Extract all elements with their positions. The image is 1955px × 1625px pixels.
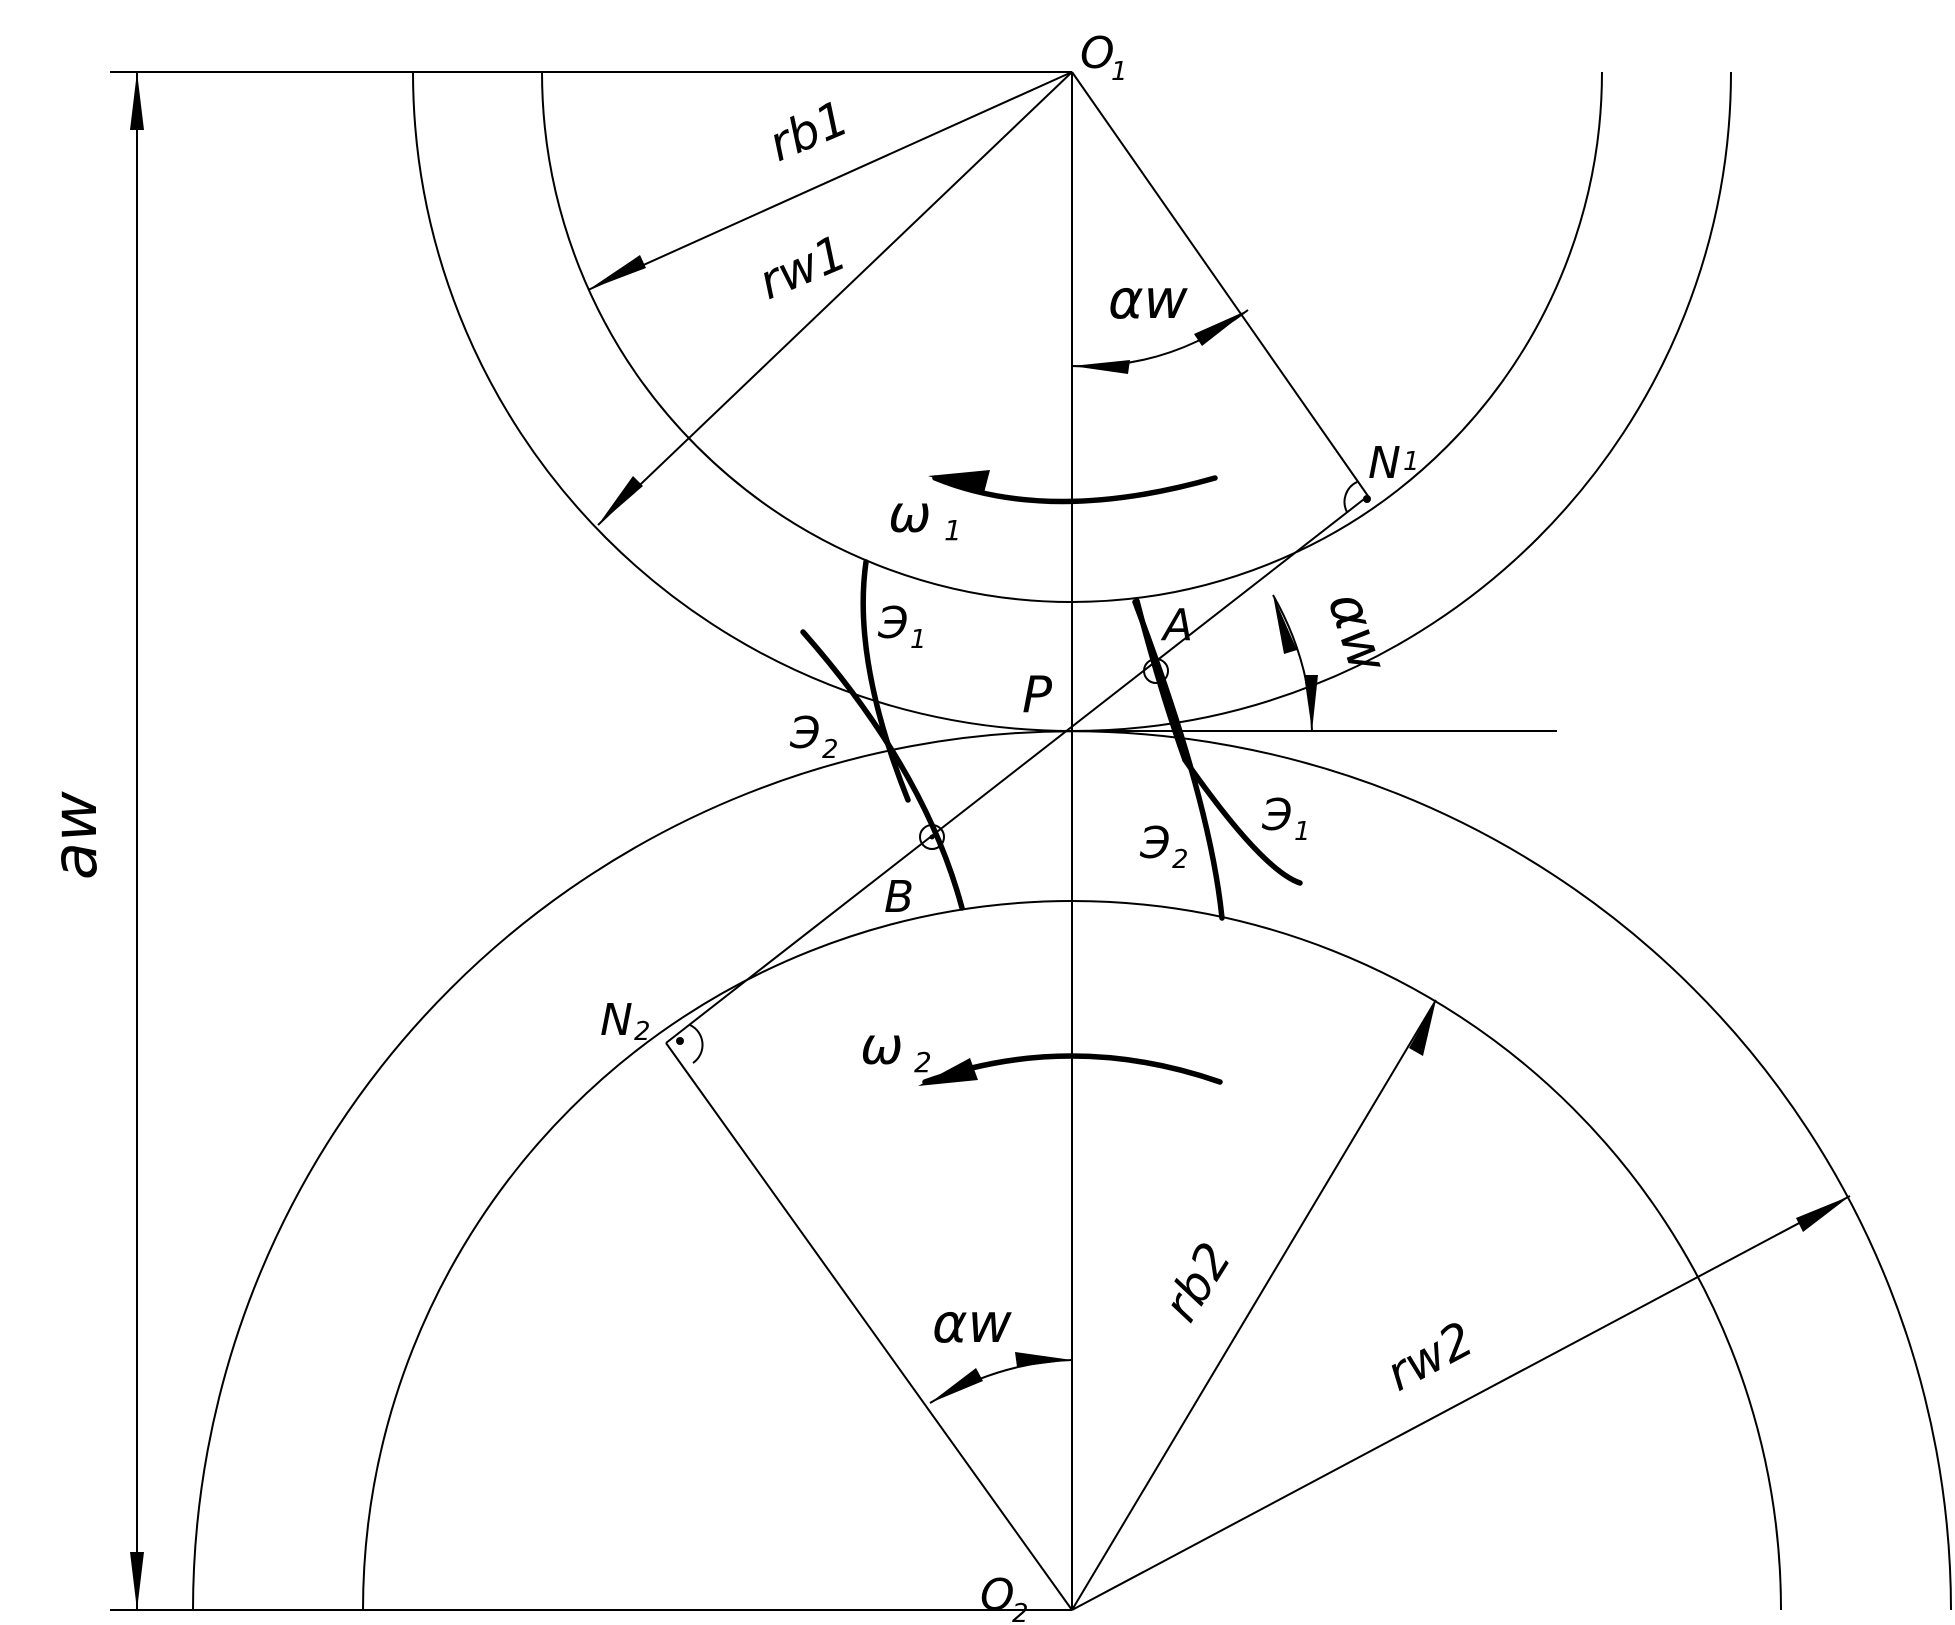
- aw-arrow-top: [130, 72, 144, 130]
- profile-e1-right: [1182, 757, 1303, 886]
- profile-e1-left: [860, 559, 911, 803]
- label-rw2: rw2: [1377, 1311, 1482, 1402]
- o1-n1-line: [1071, 71, 1369, 497]
- profile-e2-left: [800, 629, 965, 911]
- rb2-arrowhead: [1409, 1000, 1436, 1056]
- alpha-w-arc-top-arrow-left: [1072, 360, 1130, 374]
- svg-text:2: 2: [914, 1046, 932, 1079]
- alpha-w-arc-bottom-arrow-left: [930, 1368, 983, 1403]
- aw-arrow-bottom: [130, 1552, 144, 1610]
- label-alpha-w-bottom: αw: [932, 1292, 1013, 1355]
- n2-right-angle-mark: [689, 1024, 704, 1064]
- rb2-line: [1071, 999, 1437, 1611]
- svg-text:2: 2: [822, 735, 839, 765]
- rw2-arrowhead: [1796, 1196, 1850, 1232]
- svg-text:1: 1: [910, 625, 927, 655]
- omega1-arrow-arc: [932, 475, 1218, 505]
- svg-text:2: 2: [1012, 1599, 1029, 1625]
- line-of-action: [665, 495, 1369, 1044]
- label-alpha-w-top: αw: [1108, 268, 1189, 331]
- label-aw-dimension: aw: [38, 791, 111, 880]
- svg-text:Э: Э: [1139, 818, 1171, 869]
- label-b: B: [884, 872, 914, 923]
- svg-text:1: 1: [944, 514, 962, 547]
- profile-a-upper: [1134, 598, 1188, 763]
- label-e1-right: Э 1: [1261, 790, 1311, 847]
- label-omega2: ω 2: [860, 1017, 932, 1079]
- alpha-w-arc-right-arrow-bottom: [1304, 675, 1318, 731]
- alpha-w-arc-right-arrow-top: [1273, 595, 1297, 654]
- label-n2: N 2: [600, 995, 651, 1047]
- label-o1: O 1: [1080, 28, 1128, 87]
- label-n1: N 1: [1368, 438, 1420, 489]
- rw1-line: [597, 71, 1073, 526]
- label-rb2: rb2: [1153, 1233, 1243, 1331]
- label-e2-left: Э 2: [789, 708, 839, 765]
- svg-text:2: 2: [634, 1017, 651, 1047]
- label-e1-left: Э 1: [877, 598, 927, 655]
- alpha-w-arc-top-arrow-right: [1194, 310, 1248, 346]
- n1-right-angle-mark: [1343, 481, 1358, 513]
- svg-text:ω: ω: [860, 1017, 904, 1077]
- point-b-dot: [929, 834, 935, 840]
- svg-text:O: O: [1080, 28, 1115, 79]
- svg-text:2: 2: [1172, 845, 1189, 875]
- label-o2: O 2: [980, 1570, 1029, 1625]
- svg-text:N: N: [1368, 438, 1401, 489]
- svg-text:Э: Э: [789, 708, 821, 759]
- label-e2-right: Э 2: [1139, 818, 1189, 875]
- omega2-arrowhead: [918, 1058, 978, 1086]
- rb1-arrowhead: [588, 255, 646, 290]
- svg-text:Э: Э: [877, 598, 909, 649]
- n1-dot: [1363, 495, 1371, 503]
- rw1-arrowhead: [598, 476, 643, 525]
- svg-text:1: 1: [1294, 817, 1311, 847]
- alpha-w-arc-bottom: [929, 1359, 1073, 1404]
- o2-n2-line: [665, 1042, 1073, 1611]
- gear2-pitch-circle: [192, 730, 1952, 1611]
- label-rw1: rw1: [751, 225, 855, 312]
- label-rb1: rb1: [761, 90, 857, 173]
- gear1-base-circle: [541, 71, 1603, 603]
- svg-text:1: 1: [1111, 57, 1128, 87]
- rb1-line: [587, 71, 1073, 291]
- rw2-line: [1071, 1195, 1851, 1611]
- alpha-w-arc-bottom-arrow-right: [1015, 1352, 1072, 1367]
- svg-text:ω: ω: [888, 485, 932, 545]
- label-omega1: ω 1: [888, 485, 962, 547]
- n2-dot: [676, 1037, 684, 1045]
- label-a: A: [1160, 600, 1193, 651]
- svg-text:N: N: [600, 995, 633, 1046]
- gear2-base-circle: [362, 900, 1782, 1611]
- label-alpha-w-right: αw: [1316, 585, 1401, 681]
- svg-text:O: O: [980, 1570, 1015, 1621]
- svg-text:1: 1: [1403, 447, 1420, 477]
- svg-text:Э: Э: [1261, 790, 1293, 841]
- label-p: P: [1022, 666, 1053, 724]
- omega1-arrowhead: [928, 470, 990, 493]
